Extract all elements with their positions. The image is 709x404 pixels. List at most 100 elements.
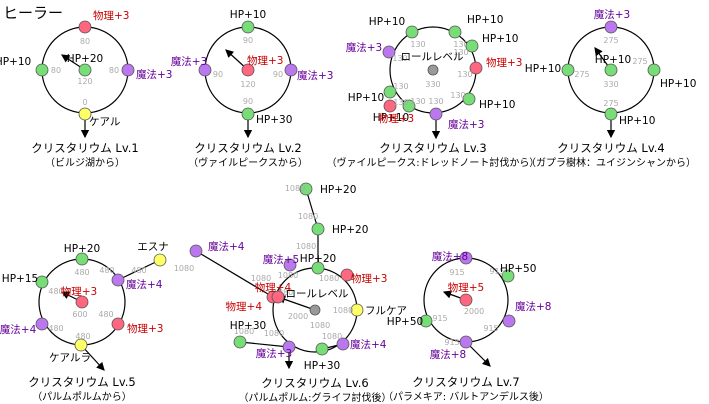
node-label: 魔法+4 [0,323,37,336]
node-label: 魔法+3 [171,55,207,68]
node-hp [311,261,325,275]
node-label: HP+10 [482,33,518,45]
node-label: 物理+4 [255,281,292,294]
node-label: 魔法+3 [136,68,172,81]
node-hp [241,20,255,34]
node-center [427,64,439,76]
node-cost: 915 [449,268,464,277]
node-hp [561,63,575,77]
page-title: ヒーラー [3,4,64,22]
node-label: HP+10 [369,16,405,28]
node-cost: 1080 [251,274,271,283]
node-cost: 130 [410,40,425,49]
node-hp [604,63,618,77]
node-cost: 80 [109,66,119,75]
node-cost: 130 [393,98,408,107]
node-cost: 330 [425,80,440,89]
node-cost: 1080 [278,271,298,280]
node-magic [502,314,516,328]
node-label: 魔法+3 [594,8,630,21]
node-cost: 120 [240,80,255,89]
node-label: HP+10 [479,99,515,111]
arrow-path [276,295,316,311]
node-hp [315,342,329,356]
node-cost: 1080 [296,242,316,251]
node-label: 魔法+4 [126,278,163,291]
node-cost: 600 [72,310,87,319]
node-cost: 915 [489,267,504,276]
node-label: HP+30 [256,114,292,126]
diagram-caption: クリスタリウム Lv.4 [557,141,664,155]
node-cost: 1080 [285,184,305,193]
node-cost: 130 [453,40,468,49]
node-cost: 275 [603,99,618,108]
node-cost: 915 [444,338,459,347]
node-physical [75,295,89,309]
node-cost: 130 [392,54,407,63]
node-center [309,304,321,316]
node-cost: 2000 [288,312,308,321]
node-magic [121,63,135,77]
node-label: 物理+3 [61,285,97,298]
node-cost: 915 [432,314,447,323]
node-physical [271,290,285,304]
node-label: 魔法+4 [208,240,245,253]
node-label: HP+10 [525,63,561,75]
diagram-caption: クリスタリウム Lv.2 [194,141,301,155]
node-magic [111,273,125,287]
node-hp [405,25,419,39]
node-label: HP+10 [595,54,631,66]
branch-path [305,188,319,230]
diagram-caption: クリスタリウム Lv.7 [412,375,519,389]
node-cost: 1080 [333,306,353,315]
node-physical [241,63,255,77]
node-label: HP+10 [0,56,31,68]
node-skill [74,338,88,352]
node-cost: 1080 [264,329,284,338]
node-cost: 480 [98,310,113,319]
node-cost: 130 [428,97,443,106]
diagram-subcaption: （ビルジ湖から） [45,157,125,169]
node-label: HP+10 [373,112,409,124]
node-label: 魔法+3 [297,69,333,82]
node-cost: 1080 [319,274,339,283]
node-magic [282,340,296,354]
node-cost: 90 [213,70,223,79]
node-label: 魔法+8 [430,348,466,361]
node-label: HP+50 [500,263,536,275]
node-cost: 130 [457,70,472,79]
node-hp [462,92,476,106]
node-label: HP+15 [2,273,38,285]
node-label: 物理+3 [351,272,387,285]
node-cost: 480 [131,266,146,275]
diagram-subcaption: （パルムポルムから） [32,391,132,403]
node-label: 物理+3 [486,56,522,69]
node-hp [383,85,397,99]
node-cost: 80 [51,66,61,75]
node-cost: 1080 [298,212,318,221]
node-cost: 480 [48,287,63,296]
node-cost: 330 [603,80,618,89]
node-hp [35,275,49,289]
node-cost: 90 [273,70,283,79]
node-label: エスナ [137,241,169,253]
node-cost: 480 [48,324,63,333]
node-label: HP+20 [67,53,103,65]
node-magic [35,317,49,331]
node-label: 魔法+3 [256,347,292,360]
branch-path [195,250,274,298]
node-label: 魔法+8 [515,300,551,313]
node-cost: 1080 [310,321,330,330]
center-label: ロールレベル [286,288,349,300]
node-cost: 1080 [234,327,254,336]
node-skill [153,253,167,267]
node-hp [35,63,49,77]
node-label: 物理+3 [247,54,283,67]
node-label: HP+30 [304,360,340,372]
node-magic [459,251,473,265]
